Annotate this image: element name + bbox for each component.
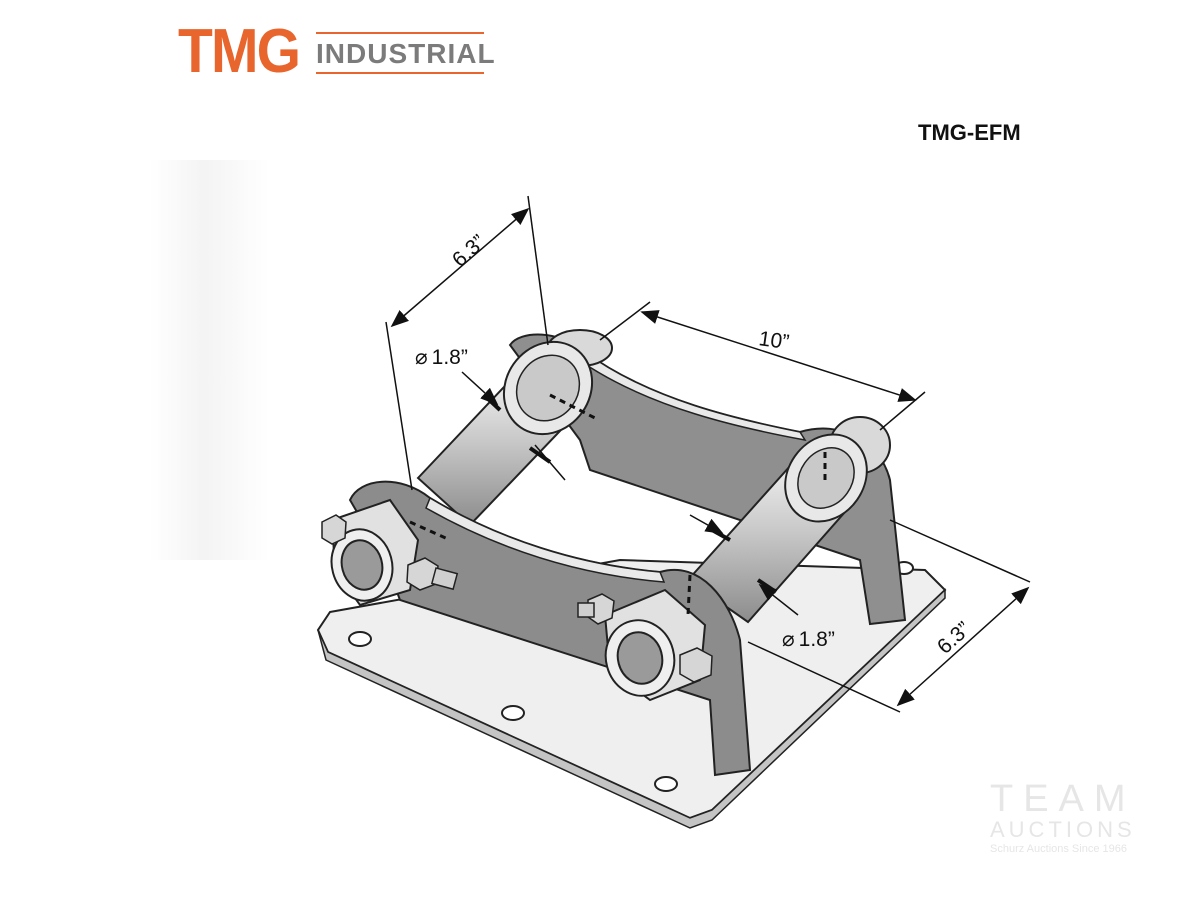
watermark: TEAM AUCTIONS Schurz Auctions Since 1966 — [990, 780, 1150, 856]
dimension-width-bottom-label: 6.3” — [933, 617, 975, 658]
diameter-icon: ⌀ — [415, 346, 428, 369]
pin-left — [416, 340, 594, 527]
watermark-line2: AUCTIONS — [990, 817, 1136, 842]
dimension-pin-right — [689, 514, 799, 616]
dimension-length-label: 10” — [757, 327, 790, 354]
mount-hole — [348, 631, 372, 647]
dimension-pin-left-value: 1.8” — [432, 346, 468, 369]
background-shade — [150, 160, 270, 560]
dimension-width-bottom — [747, 519, 1031, 713]
dimension-pin-left — [461, 371, 566, 481]
logo-wordmark: INDUSTRIAL — [316, 38, 496, 69]
watermark-line1: TEAM — [990, 778, 1136, 820]
dimension-pin-right-label: ⌀1.8” — [782, 628, 835, 651]
logo-rule-top — [316, 32, 484, 34]
dimension-width-top-label: 6.3” — [448, 230, 490, 271]
dimension-pin-right-value: 1.8” — [799, 628, 835, 651]
dimension-length — [599, 301, 926, 431]
dimension-pin-left-label: ⌀1.8” — [415, 346, 468, 369]
logo-mark: TMG — [178, 17, 301, 86]
dimension-width-top — [385, 195, 549, 491]
center-lines — [409, 393, 827, 616]
mount-hole — [501, 705, 525, 721]
bolt-nut-left — [321, 514, 459, 591]
logo-rule-bottom — [316, 72, 484, 74]
pin-right — [686, 433, 868, 624]
bolt-nut-right — [577, 593, 713, 683]
diameter-icon: ⌀ — [782, 628, 795, 651]
brand-logo: TMG INDUSTRIAL — [178, 17, 498, 86]
front-side-plate — [348, 480, 752, 777]
boss-front-left — [330, 498, 420, 607]
mount-hole — [654, 776, 678, 792]
model-code: TMG-EFM — [918, 120, 1021, 145]
watermark-tagline: Schurz Auctions Since 1966 — [990, 843, 1127, 855]
